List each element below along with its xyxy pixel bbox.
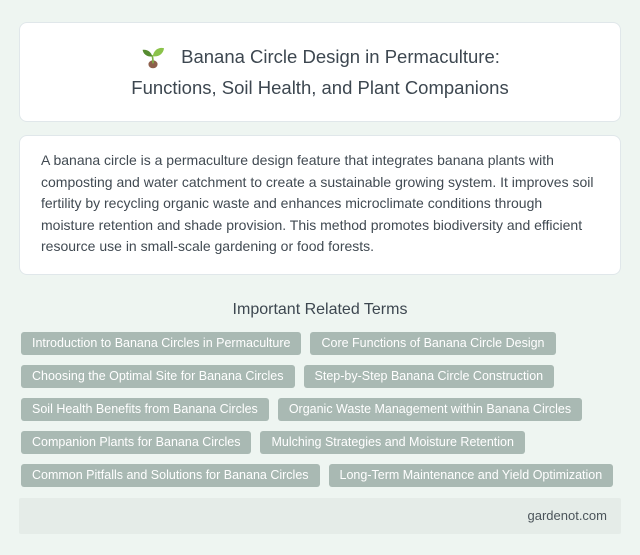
- term-button-common-pitfalls[interactable]: Common Pitfalls and Solutions for Banana…: [21, 463, 320, 487]
- title-line-1: Banana Circle Design in Permaculture:: [181, 46, 500, 67]
- footer-bar: gardenot.com: [19, 497, 621, 534]
- seedling-icon: [140, 44, 166, 70]
- summary-card: A banana circle is a permaculture design…: [19, 135, 621, 275]
- summary-text: A banana circle is a permaculture design…: [41, 152, 594, 254]
- term-button-organic-waste[interactable]: Organic Waste Management within Banana C…: [277, 397, 583, 421]
- site-name: gardenot.com: [527, 507, 608, 523]
- term-button-construction[interactable]: Step-by-Step Banana Circle Construction: [303, 364, 555, 388]
- page-title: Banana Circle Design in Permaculture: Fu…: [131, 41, 508, 103]
- terms-row: Companion Plants for Banana Circles Mulc…: [21, 430, 621, 454]
- related-terms-heading: Important Related Terms: [232, 300, 408, 318]
- term-button-companion-plants[interactable]: Companion Plants for Banana Circles: [21, 430, 252, 454]
- related-terms-section: Important Related Terms Introduction to …: [19, 301, 621, 487]
- title-card: Banana Circle Design in Permaculture: Fu…: [19, 22, 621, 122]
- term-button-intro-banana-circles[interactable]: Introduction to Banana Circles in Permac…: [21, 331, 302, 355]
- term-button-optimal-site[interactable]: Choosing the Optimal Site for Banana Cir…: [21, 364, 295, 388]
- terms-row: Choosing the Optimal Site for Banana Cir…: [21, 364, 621, 388]
- term-button-mulching[interactable]: Mulching Strategies and Moisture Retenti…: [260, 430, 525, 454]
- term-button-soil-health[interactable]: Soil Health Benefits from Banana Circles: [21, 397, 269, 421]
- terms-row: Common Pitfalls and Solutions for Banana…: [21, 463, 621, 487]
- term-button-core-functions[interactable]: Core Functions of Banana Circle Design: [310, 331, 556, 355]
- terms-row: Soil Health Benefits from Banana Circles…: [21, 397, 621, 421]
- terms-row: Introduction to Banana Circles in Permac…: [21, 331, 621, 355]
- term-button-long-term-maintenance[interactable]: Long-Term Maintenance and Yield Optimiza…: [328, 463, 614, 487]
- title-line-2: Functions, Soil Health, and Plant Compan…: [131, 77, 509, 98]
